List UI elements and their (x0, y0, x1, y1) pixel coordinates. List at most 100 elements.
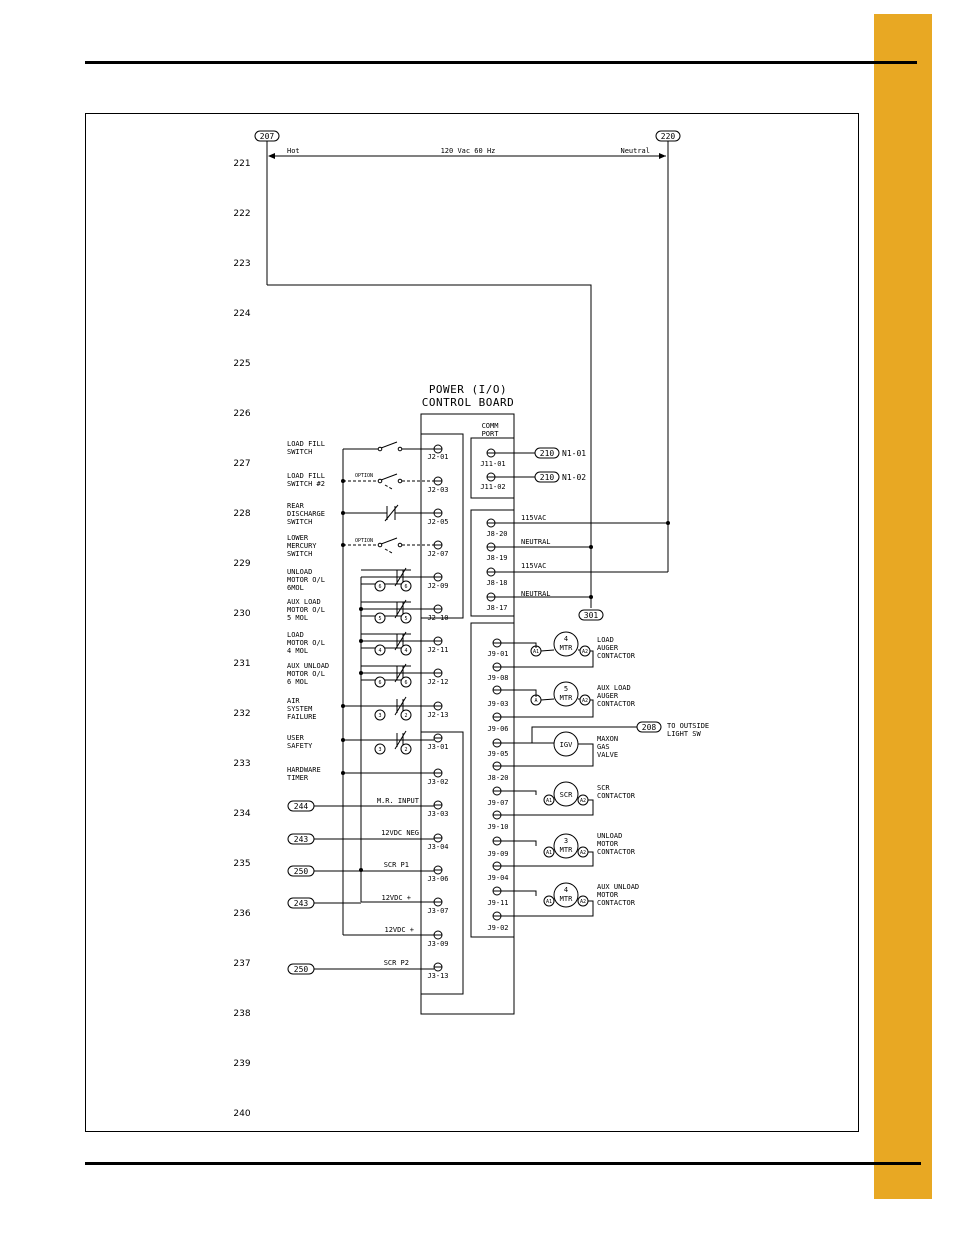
svg-text:J11-02: J11-02 (480, 483, 505, 491)
terminal-label: J3-01 (427, 743, 448, 751)
load-fill-switch (343, 441, 434, 452)
row-number: 233 (233, 759, 250, 769)
label-rear-discharge: REAR (287, 502, 305, 510)
terminal-label: J2-03 (427, 486, 448, 494)
terminal-label: J3-06 (427, 875, 448, 883)
label-unload-ol: UNLOAD (287, 568, 312, 576)
label-load-ol: MOTOR O/L (287, 639, 325, 647)
svg-text:J9-01: J9-01 (487, 650, 508, 658)
svg-text:250: 250 (294, 965, 309, 974)
terminal: J3-07 (427, 897, 449, 915)
svg-text:4: 4 (404, 648, 407, 654)
terminal: J3-09 (427, 930, 449, 948)
svg-text:J11-01: J11-01 (480, 460, 505, 468)
terminal-label: J2-12 (427, 678, 448, 686)
label-air-system: AIR (287, 697, 300, 705)
terminal: J2-10 (427, 604, 449, 622)
j8-block (470, 509, 515, 617)
label-hardware-timer: HARDWARE (287, 766, 321, 774)
label-12vdc-pos-2: 12VDC + (384, 926, 414, 934)
svg-text:NEUTRAL: NEUTRAL (521, 590, 551, 598)
label-unload-ol: 6MOL (287, 584, 304, 592)
label-rear-discharge: SWITCH (287, 518, 312, 526)
svg-text:115VAC: 115VAC (521, 562, 546, 570)
svg-text:J9-10: J9-10 (487, 823, 508, 831)
row-number: 228 (233, 509, 250, 519)
board-title-2: CONTROL BOARD (422, 396, 515, 409)
svg-text:J9-03: J9-03 (487, 700, 508, 708)
terminal-label: J3-04 (427, 843, 448, 851)
svg-text:TO OUTSIDE: TO OUTSIDE (667, 722, 709, 730)
comm-terminals: J11-01 J11-02 210 N1-01 210 N1-02 (480, 447, 586, 491)
svg-text:J8-20: J8-20 (487, 774, 508, 782)
svg-text:MAXON: MAXON (597, 735, 618, 743)
svg-text:A2: A2 (582, 649, 588, 655)
label-aux-unload-ol: 6 MOL (287, 678, 308, 686)
terminal-label: J2-09 (427, 582, 448, 590)
svg-text:2: 2 (404, 747, 407, 753)
terminal-label: J3-03 (427, 810, 448, 818)
svg-text:IGV: IGV (560, 741, 573, 749)
label-lower-mercury: MERCURY (287, 542, 317, 550)
svg-text:J8-18: J8-18 (486, 579, 507, 587)
svg-text:6: 6 (378, 680, 381, 686)
svg-text:5: 5 (564, 685, 568, 693)
svg-text:J9-04: J9-04 (487, 874, 508, 882)
svg-text:AUGER: AUGER (597, 644, 619, 652)
svg-text:J8-17: J8-17 (486, 604, 507, 612)
svg-text:CONTACTOR: CONTACTOR (597, 899, 636, 907)
svg-text:6: 6 (404, 680, 407, 686)
row-number: 229 (233, 559, 250, 569)
label-hardware-timer: TIMER (287, 774, 309, 782)
board-title-1: POWER (I/O) (429, 383, 507, 396)
svg-text:MOTOR: MOTOR (597, 891, 619, 899)
load-fill-switch-2 (343, 473, 434, 490)
terminal-label: J2-11 (427, 646, 448, 654)
terminal-label: J2-05 (427, 518, 448, 526)
terminal-label: J3-07 (427, 907, 448, 915)
row-number: 235 (233, 859, 250, 869)
svg-text:12VDC +: 12VDC + (381, 894, 411, 902)
svg-text:3: 3 (564, 837, 568, 845)
terminal: J3-06 (427, 865, 449, 883)
footer-rule (85, 1162, 921, 1165)
svg-text:115VAC: 115VAC (521, 514, 546, 522)
svg-text:J9-07: J9-07 (487, 799, 508, 807)
svg-text:SCR: SCR (597, 784, 610, 792)
terminal: J3-04 (427, 833, 449, 851)
row-number: 227 (233, 459, 250, 469)
row-number: 240 (233, 1109, 250, 1119)
svg-text:A2: A2 (580, 850, 586, 856)
svg-text:A2: A2 (582, 698, 588, 704)
terminal: J3-13 (427, 962, 449, 980)
svg-text:LOAD: LOAD (597, 636, 614, 644)
row-number: 224 (233, 309, 250, 319)
label-lower-mercury: SWITCH (287, 550, 312, 558)
terminal-label: J2-13 (427, 711, 448, 719)
terminal-label: J2-01 (427, 453, 448, 461)
svg-text:SCR: SCR (560, 791, 573, 799)
label-air-system: SYSTEM (287, 705, 312, 713)
hot-label: Hot (287, 147, 300, 155)
wire-scr-p1: 250 SCR P1 (287, 861, 434, 877)
label-load-ol: LOAD (287, 631, 304, 639)
neutral-label: Neutral (620, 147, 650, 155)
row-number: 221 (233, 159, 250, 169)
comm-label-1: COMM (482, 422, 499, 430)
label-aux-load-ol: 5 MOL (287, 614, 308, 622)
svg-text:250: 250 (294, 867, 309, 876)
label-air-system: FAILURE (287, 713, 317, 721)
contact-load-overload: 4 4 (361, 631, 434, 656)
svg-text:A1: A1 (546, 899, 552, 905)
rear-discharge-switch (343, 504, 434, 522)
coil-scr-contactor: A1 SCR A2 SCR CONTACTOR (501, 781, 636, 816)
contact-unload-overload: 6 6 (361, 567, 434, 592)
svg-text:6: 6 (404, 584, 407, 590)
label-aux-load-ol: AUX LOAD (287, 598, 321, 606)
svg-text:AUX LOAD: AUX LOAD (597, 684, 631, 692)
svg-text:GAS: GAS (597, 743, 610, 751)
svg-text:A2: A2 (580, 798, 586, 804)
svg-text:N1-02: N1-02 (562, 473, 586, 482)
svg-text:J8-19: J8-19 (486, 554, 507, 562)
